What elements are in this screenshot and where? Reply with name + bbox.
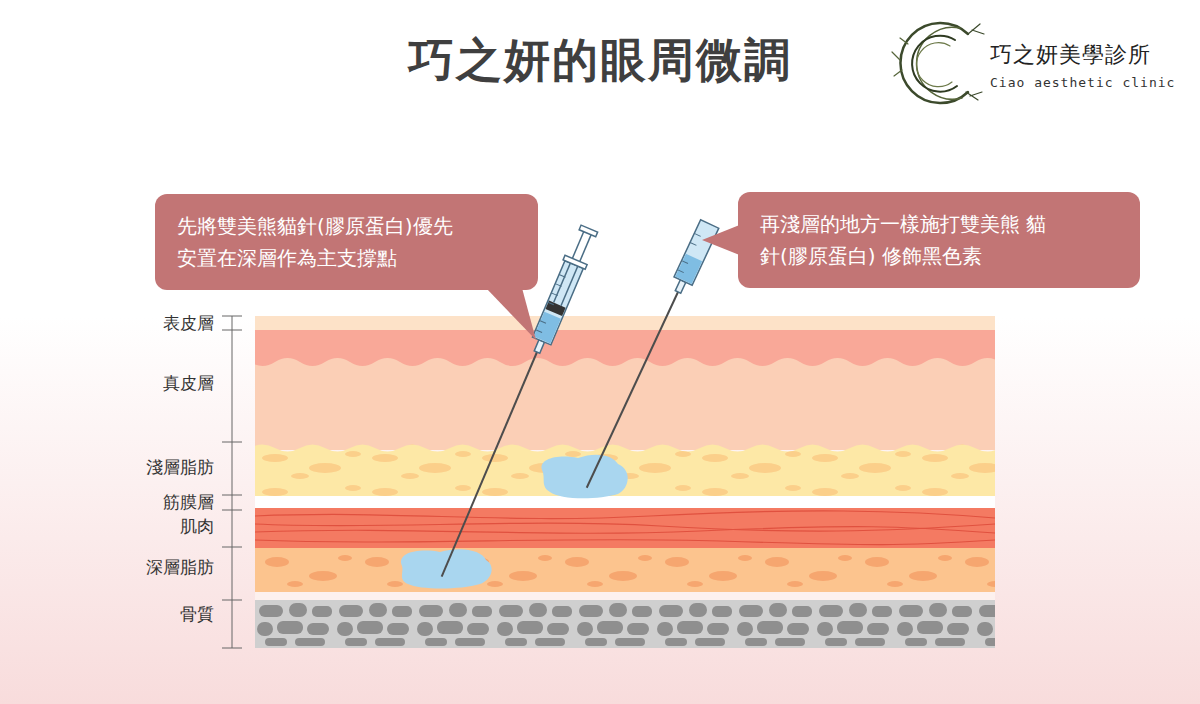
clinic-name: 巧之妍美學診所 <box>990 40 1151 70</box>
deep-fat-cells <box>255 548 995 592</box>
callout-tail <box>702 224 742 256</box>
syringe-shallow <box>578 220 719 492</box>
layer-label: 深層脂肪 <box>146 556 214 579</box>
layer-label: 骨質 <box>180 603 214 626</box>
callout-tail <box>486 288 536 340</box>
epidermis-band <box>255 316 995 332</box>
callout-box: 先將雙美熊貓針(膠原蛋白)優先 安置在深層作為主支撐點 <box>155 194 538 290</box>
fascia-band <box>255 496 995 508</box>
layer-label: 淺層脂肪 <box>146 456 214 479</box>
muscle-fibers <box>255 511 995 545</box>
skin-layers <box>255 316 995 648</box>
dermis-upper <box>255 330 995 366</box>
bone-band <box>255 600 995 648</box>
callout-text: 先將雙美熊貓針(膠原蛋白)優先 安置在深層作為主支撐點 <box>177 210 477 274</box>
layer-label: 筋膜層 <box>163 491 214 514</box>
callout-text: 再淺層的地方一樣施打雙美熊 貓針(膠原蛋白) 修飾黑色素 <box>760 208 1050 272</box>
muscle-band <box>255 508 995 548</box>
clinic-logo <box>892 23 984 103</box>
periosteum-gap <box>255 592 995 600</box>
clinic-name-latin: Ciao aesthetic clinic <box>990 75 1175 90</box>
layer-label: 表皮層 <box>163 312 214 335</box>
bone-texture <box>255 600 995 648</box>
deep-fat-band <box>255 548 995 592</box>
diagram-title: 巧之妍的眼周微調 <box>408 30 792 92</box>
layer-scale <box>222 316 242 648</box>
layer-label: 真皮層 <box>163 372 214 395</box>
layer-label: 肌肉 <box>180 515 214 538</box>
callout-box: 再淺層的地方一樣施打雙美熊 貓針(膠原蛋白) 修飾黑色素 <box>738 192 1140 288</box>
deep-filler-deposit <box>401 549 492 588</box>
shallow-filler-deposit <box>542 455 628 499</box>
